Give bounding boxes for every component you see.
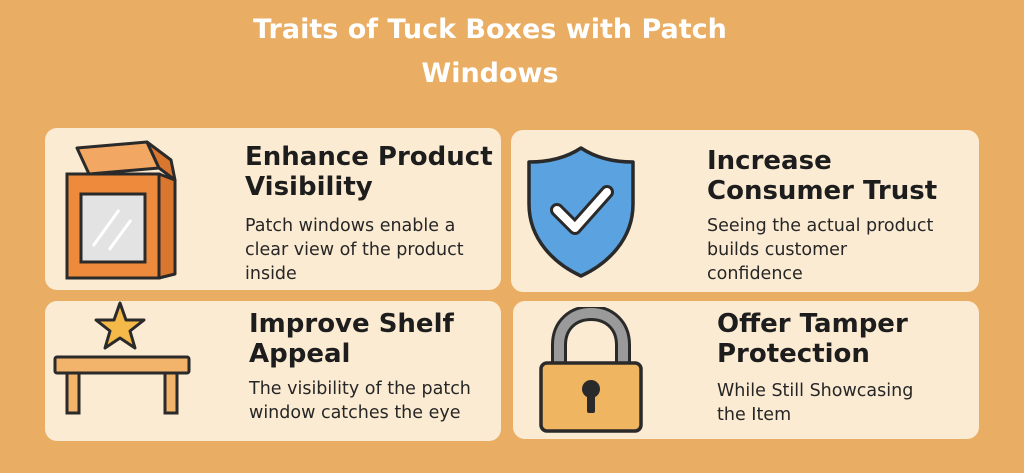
title-line-2: Windows	[421, 58, 559, 89]
trait-card-shelf-appeal: Improve Shelf Appeal The visibility of t…	[45, 301, 501, 441]
padlock-icon	[539, 307, 643, 433]
trait-card-trust: Increase Consumer Trust Seeing the actua…	[511, 130, 979, 292]
shelf-star-icon	[53, 301, 191, 415]
trait-card-tamper: Offer Tamper Protection While Still Show…	[513, 301, 979, 439]
card-heading: Offer Tamper Protection	[717, 309, 908, 369]
page-title: Traits of Tuck Boxes with Patch Windows	[0, 8, 980, 96]
card-heading: Increase Consumer Trust	[707, 146, 938, 206]
card-description: Seeing the actual product builds custome…	[707, 216, 934, 284]
title-line-1: Traits of Tuck Boxes with Patch	[253, 14, 727, 45]
card-description: Patch windows enable a clear view of the…	[245, 216, 464, 284]
card-heading: Improve Shelf Appeal	[249, 309, 454, 369]
card-description: While Still Showcasing the Item	[717, 381, 914, 425]
shield-check-icon	[527, 146, 635, 278]
box-with-window-icon	[65, 140, 177, 280]
card-description: The visibility of the patch window catch…	[249, 379, 471, 423]
trait-card-visibility: Enhance Product Visibility Patch windows…	[45, 128, 501, 290]
card-heading: Enhance Product Visibility	[245, 142, 493, 202]
